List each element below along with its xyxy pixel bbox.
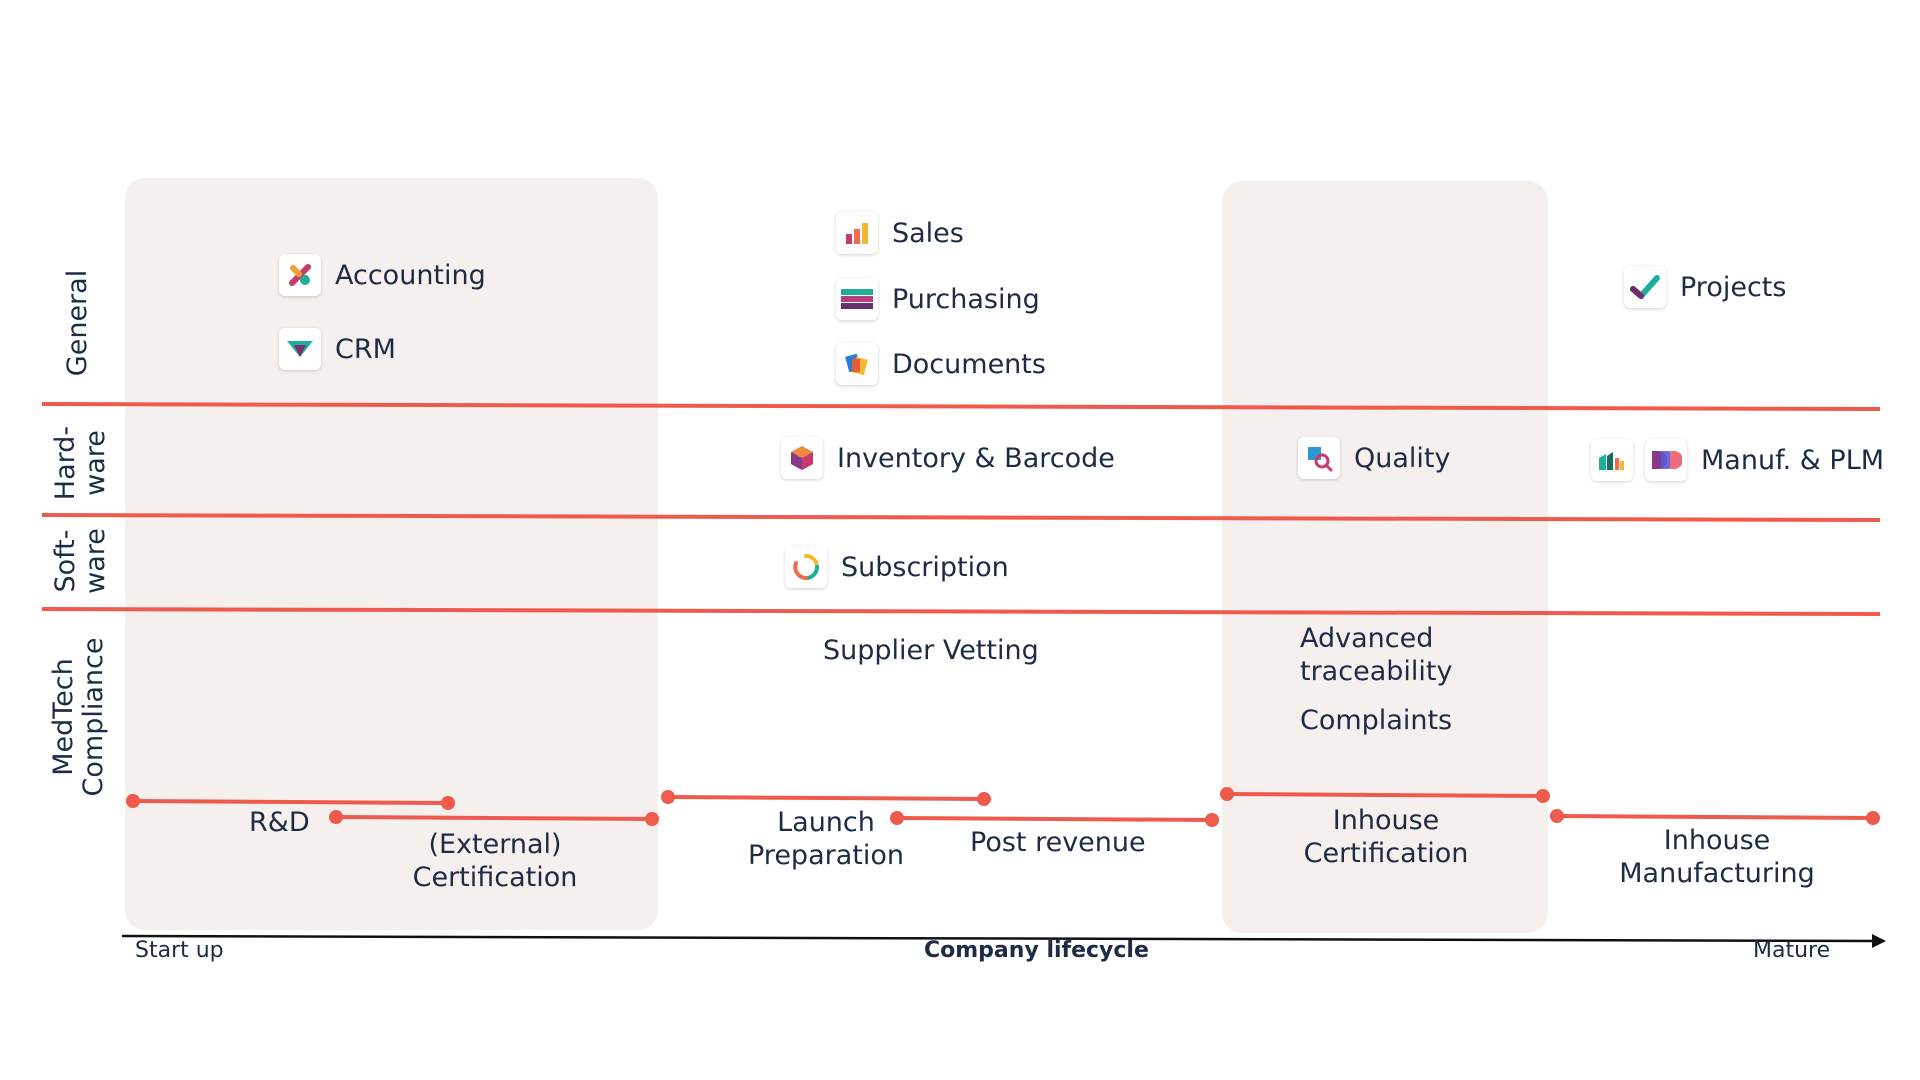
app-label-quality: Quality (1354, 442, 1451, 474)
app-inventory-barcode: Inventory & Barcode (781, 437, 1115, 479)
app-accounting: Accounting (279, 254, 486, 296)
timeline-segment-post-revenue (890, 811, 1219, 827)
inventory-icon (781, 437, 823, 479)
app-label-documents: Documents (892, 348, 1046, 380)
app-subscription: Subscription (785, 546, 1009, 588)
compliance-advanced-traceability: Advanced traceability (1300, 623, 1453, 687)
crm-icon (279, 328, 321, 370)
documents-icon (836, 343, 878, 385)
accounting-icon (279, 254, 321, 296)
app-documents: Documents (836, 343, 1046, 385)
app-sales: Sales (836, 212, 964, 254)
timeline-segment-inhouse-manufacturing (1550, 809, 1880, 825)
subscription-icon (785, 546, 827, 588)
phase-label-post-revenue: Post revenue (970, 827, 1146, 858)
timeline-segment-inhouse-certification (1220, 787, 1550, 803)
axis-label-end: Mature (1753, 938, 1831, 963)
row-label-medtech-compliance: MedTech Compliance (48, 637, 109, 797)
axis-title: Company lifecycle (924, 938, 1149, 963)
axis-label-start: Start up (135, 938, 224, 963)
phase-label-launch-preparation: Launch Preparation (748, 807, 904, 871)
app-manufacturing-plm: Manuf. & PLM (1591, 439, 1884, 481)
quality-icon (1298, 437, 1340, 479)
phase-label-external-certification: (External) Certification (412, 829, 578, 893)
app-projects: Projects (1624, 266, 1786, 308)
compliance-supplier-vetting: Supplier Vetting (823, 635, 1039, 666)
row-divider-software (41, 607, 1881, 616)
sales-icon (836, 212, 878, 254)
phase-label-rd: R&D (249, 807, 310, 838)
plm-icon (1645, 439, 1687, 481)
manufacturing-icon (1591, 439, 1633, 481)
phase-label-inhouse-manufacturing: Inhouse Manufacturing (1619, 825, 1815, 889)
row-divider-hardware (41, 513, 1881, 522)
startup-phase-panel (125, 178, 658, 930)
purchasing-icon (836, 278, 878, 320)
phase-label-inhouse-certification: Inhouse Certification (1303, 805, 1469, 869)
app-label-manufacturing-plm: Manuf. & PLM (1701, 444, 1885, 476)
app-quality: Quality (1298, 437, 1450, 479)
app-crm: CRM (279, 328, 396, 370)
app-label-inventory-barcode: Inventory & Barcode (837, 442, 1115, 474)
app-label-sales: Sales (892, 217, 964, 249)
app-label-accounting: Accounting (335, 259, 486, 291)
row-label-hardware: Hard- ware (50, 425, 111, 501)
lifecycle-axis-arrow (121, 934, 1886, 948)
inhouse-certification-panel (1222, 181, 1548, 933)
app-purchasing: Purchasing (836, 278, 1040, 320)
timeline-segment-external-certification (329, 810, 659, 826)
app-label-purchasing: Purchasing (892, 283, 1040, 315)
timeline-segment-rd (126, 794, 455, 810)
projects-icon (1624, 266, 1666, 308)
row-label-software: Soft- ware (50, 528, 111, 594)
row-divider-general (41, 402, 1881, 411)
app-label-crm: CRM (335, 333, 396, 365)
app-label-projects: Projects (1680, 271, 1787, 303)
compliance-complaints: Complaints (1300, 705, 1453, 736)
app-label-subscription: Subscription (841, 551, 1009, 583)
row-label-general: General (62, 269, 93, 377)
timeline-segment-launch-preparation (661, 790, 991, 806)
